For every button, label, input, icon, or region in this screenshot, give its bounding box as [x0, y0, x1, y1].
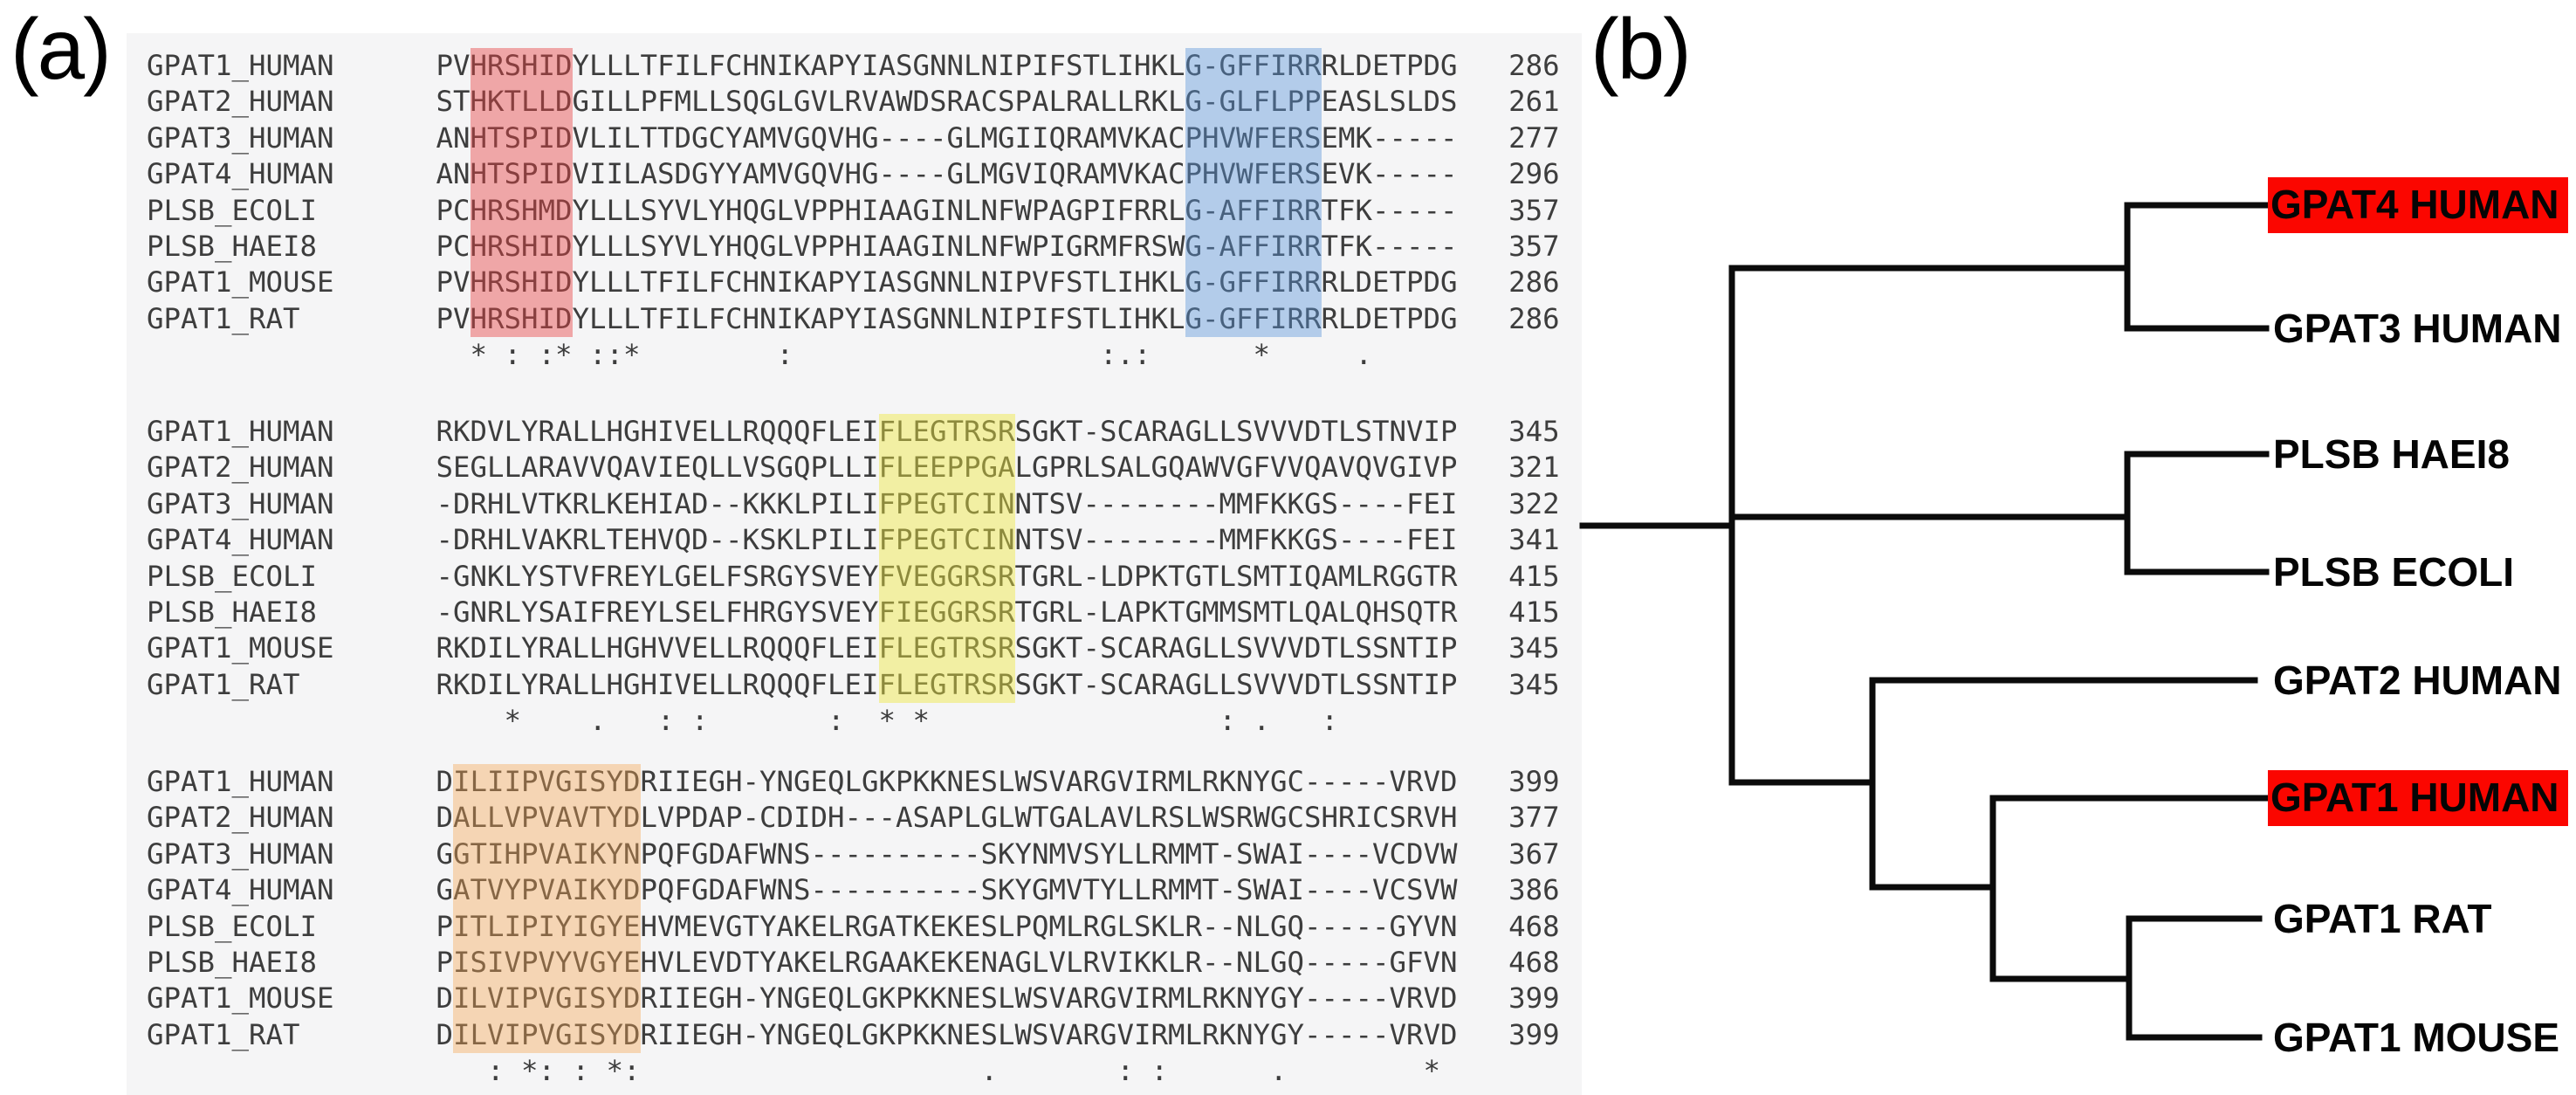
tree-tip-gpat2-human: GPAT2 HUMAN	[2273, 658, 2562, 703]
alignment-block-text: GPAT1_HUMAN DILIIPVGISYDRIIEGH-YNGEQLGKP…	[147, 765, 1560, 1088]
tree-tip-gpat4-human: GPAT4 HUMAN	[2268, 177, 2568, 233]
tree-tip-gpat3-human: GPAT3 HUMAN	[2273, 306, 2562, 351]
tree-tip-plsb-haei8: PLSB HAEI8	[2273, 431, 2510, 477]
panel-b-label: (b)	[1590, 1, 1692, 97]
alignment-block-1: GPAT1_HUMAN PVHRSHIDYLLLTFILFCHNIKAPYIAS…	[147, 48, 1560, 374]
tree-tip-plsb-ecoli: PLSB ECOLI	[2273, 549, 2515, 595]
tree-tip-gpat1-rat: GPAT1 RAT	[2273, 896, 2492, 941]
alignment-block-2: GPAT1_HUMAN RKDVLYRALLHGHIVELLRQQQFLEIFL…	[147, 414, 1560, 740]
alignment-block-3: GPAT1_HUMAN DILIIPVGISYDRIIEGH-YNGEQLGKP…	[147, 764, 1560, 1090]
tree-tip-gpat1-human: GPAT1 HUMAN	[2268, 770, 2568, 826]
alignment-block-text: GPAT1_HUMAN RKDVLYRALLHGHIVELLRQQQFLEIFL…	[147, 415, 1560, 738]
alignment-block-text: GPAT1_HUMAN PVHRSHIDYLLLTFILFCHNIKAPYIAS…	[147, 49, 1560, 372]
alignment-panel-background	[127, 33, 1582, 1095]
panel-a-label: (a)	[10, 1, 112, 97]
tree-tip-gpat1-mouse: GPAT1 MOUSE	[2273, 1015, 2559, 1060]
